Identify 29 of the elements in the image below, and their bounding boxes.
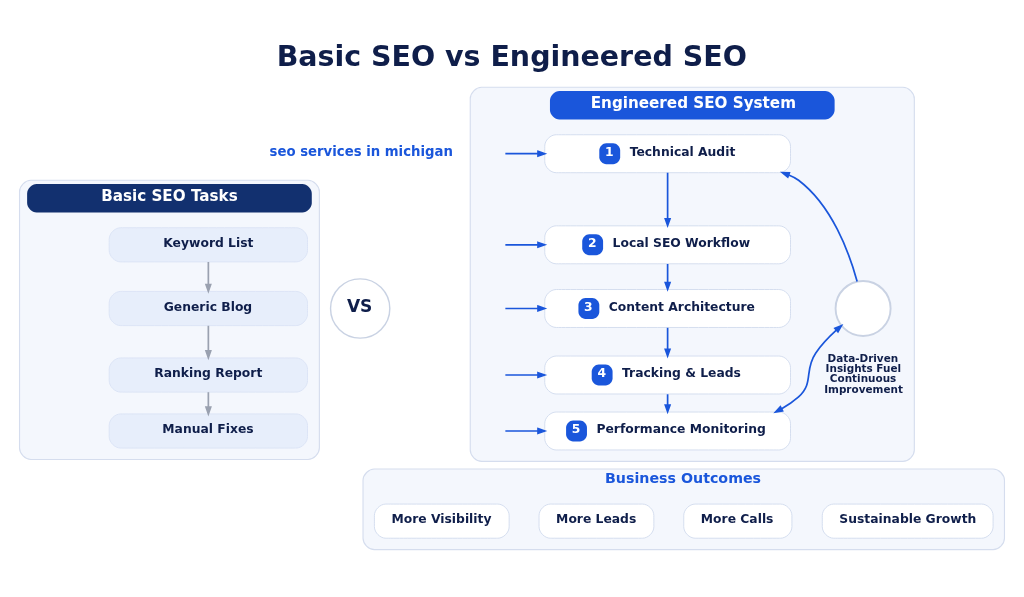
- arrow: [504, 240, 548, 248]
- node-box: 5 Performance Monitoring: [544, 411, 791, 450]
- arrow: [664, 326, 672, 358]
- node-box: 2 Local SEO Workflow: [544, 224, 791, 264]
- arrow: [664, 171, 672, 228]
- node-box: 4 Tracking & Leads: [544, 355, 791, 394]
- node-circle: VS: [329, 277, 391, 339]
- arrow: [504, 149, 548, 157]
- arrow: [504, 304, 548, 312]
- node-box: Sustainable Growth: [821, 503, 994, 539]
- node-box: More Visibility: [373, 503, 510, 539]
- label: seo services in michigan: [269, 143, 453, 159]
- node-box: Generic Blog: [108, 290, 308, 326]
- arrow: [204, 260, 212, 294]
- node-box: 3 Content Architecture: [544, 288, 791, 328]
- node-box: 1 Technical Audit: [544, 133, 791, 173]
- node-box: More Calls: [683, 503, 793, 539]
- arrow: [664, 262, 672, 292]
- node-box: More Leads: [538, 503, 655, 539]
- arrow: [204, 324, 212, 360]
- arrow: [504, 426, 548, 435]
- node-label: Data-Driven Insights Fuel Continuous Improvement: [824, 351, 903, 395]
- arrow: [773, 323, 844, 413]
- node-box: Ranking Report: [108, 356, 308, 393]
- arrow: [504, 371, 548, 379]
- arrow: [779, 171, 858, 282]
- node-box: Manual Fixes: [108, 412, 308, 449]
- diagram-title: Basic SEO vs Engineered SEO: [276, 39, 747, 73]
- node-box: Keyword List: [108, 226, 308, 262]
